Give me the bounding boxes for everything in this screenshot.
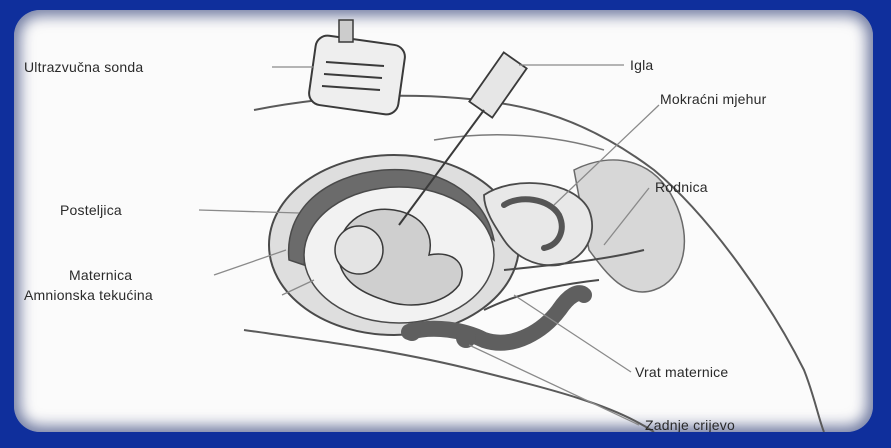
label-placenta: Posteljica <box>60 202 122 218</box>
ultrasound-probe-icon <box>308 20 407 116</box>
body-back-outline <box>244 330 654 432</box>
label-vagina: Rodnica <box>655 179 708 195</box>
label-needle: Igla <box>630 57 653 73</box>
label-rectum: Zadnje crijevo <box>645 417 735 432</box>
label-cervix: Vrat maternice <box>635 364 728 380</box>
leader-rectum <box>469 345 639 425</box>
rectum-bulge <box>403 323 421 341</box>
label-uterus: Maternica <box>69 267 132 283</box>
label-ultrasound-probe: Ultrazvučna sonda <box>24 59 143 75</box>
rectum-bulge-2 <box>456 328 476 348</box>
fetus-head <box>335 226 383 274</box>
label-amniotic-fluid: Amnionska tekućina <box>24 287 153 303</box>
label-bladder: Mokraćni mjehur <box>660 91 767 107</box>
diagram-panel: Ultrazvučna sonda Igla Mokraćni mjehur P… <box>14 10 873 432</box>
amniocentesis-diagram: Ultrazvučna sonda Igla Mokraćni mjehur P… <box>14 10 873 432</box>
